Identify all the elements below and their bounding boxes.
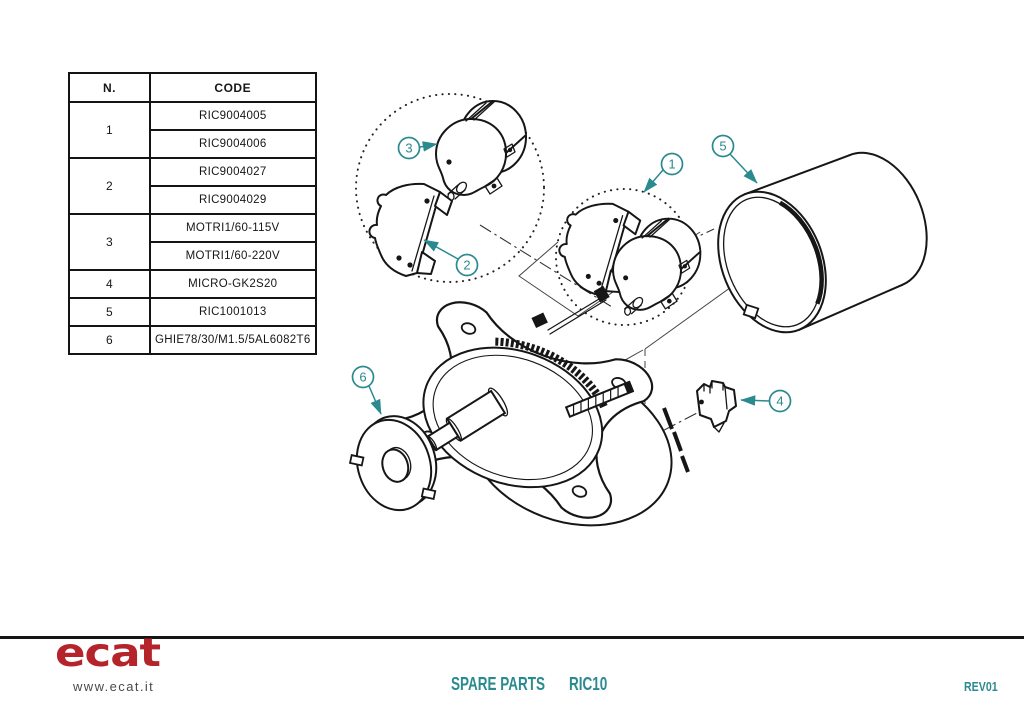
table-row: 6 GHIE78/30/M1.5/5AL6082T6 bbox=[68, 325, 317, 355]
table-row: RIC9004006 bbox=[69, 129, 317, 159]
part-number: 2 bbox=[68, 157, 151, 215]
part-cover-5 bbox=[717, 151, 928, 334]
part-number: 1 bbox=[68, 101, 151, 159]
part-code: RIC9004005 bbox=[149, 101, 317, 131]
part-switch-4 bbox=[696, 380, 737, 433]
part-number: 6 bbox=[68, 325, 151, 355]
callout-2: 2 bbox=[423, 239, 479, 277]
footer-divider bbox=[0, 636, 1024, 639]
callout-1: 1 bbox=[643, 152, 684, 193]
main-motor-assembly bbox=[385, 285, 690, 553]
callout-5: 5 bbox=[711, 134, 758, 184]
exploded-view-drawing: 1 2 3 4 5 6 bbox=[348, 93, 928, 640]
callout-number: 5 bbox=[719, 139, 726, 154]
part-number: 4 bbox=[68, 269, 151, 299]
detail-circle-a bbox=[355, 93, 545, 283]
col-header-n: N. bbox=[68, 72, 151, 103]
part-number: 5 bbox=[68, 297, 151, 327]
part-number: 3 bbox=[68, 213, 151, 271]
callout-number: 6 bbox=[359, 370, 366, 385]
parts-table: N. CODE 1 RIC9004005 RIC9004006 2 RIC900… bbox=[68, 72, 317, 355]
callout-number: 1 bbox=[668, 157, 675, 172]
part-bracket-2 bbox=[368, 182, 453, 277]
callout-number: 3 bbox=[405, 141, 412, 156]
part-code: RIC9004006 bbox=[149, 129, 317, 159]
website-url: www.ecat.it bbox=[73, 679, 155, 694]
part-code: MOTRI1/60-115V bbox=[149, 213, 317, 243]
part-code: RIC9004027 bbox=[149, 157, 317, 187]
callout-6: 6 bbox=[351, 365, 382, 415]
table-row: 2 RIC9004027 bbox=[68, 157, 317, 215]
callout-4: 4 bbox=[740, 389, 792, 413]
revision-label: REV01 bbox=[964, 680, 998, 694]
model-code: RIC10 bbox=[569, 674, 608, 694]
part-assembly-1 bbox=[558, 202, 702, 317]
callout-number: 4 bbox=[776, 394, 783, 409]
table-row: 4 MICRO-GK2S20 bbox=[68, 269, 317, 299]
part-code: MICRO-GK2S20 bbox=[149, 269, 317, 299]
table-row: 1 RIC9004005 bbox=[68, 101, 317, 159]
table-row: MOTRI1/60-220V bbox=[69, 241, 317, 271]
table-row: 5 RIC1001013 bbox=[68, 297, 317, 327]
callout-number: 2 bbox=[463, 258, 470, 273]
table-row: RIC9004029 bbox=[69, 185, 317, 215]
part-code: RIC9004029 bbox=[149, 185, 317, 215]
part-motor-3 bbox=[435, 100, 527, 202]
part-code: GHIE78/30/M1.5/5AL6082T6 bbox=[149, 325, 317, 355]
document-title: SPARE PARTS bbox=[451, 674, 546, 694]
part-disc-6 bbox=[348, 415, 438, 512]
part-code: MOTRI1/60-220V bbox=[149, 241, 317, 271]
part-code: RIC1001013 bbox=[149, 297, 317, 327]
col-header-code: CODE bbox=[149, 72, 317, 103]
ecat-logo: ecat bbox=[55, 629, 161, 676]
table-row: 3 MOTRI1/60-115V bbox=[68, 213, 317, 271]
callout-3: 3 bbox=[397, 136, 438, 160]
